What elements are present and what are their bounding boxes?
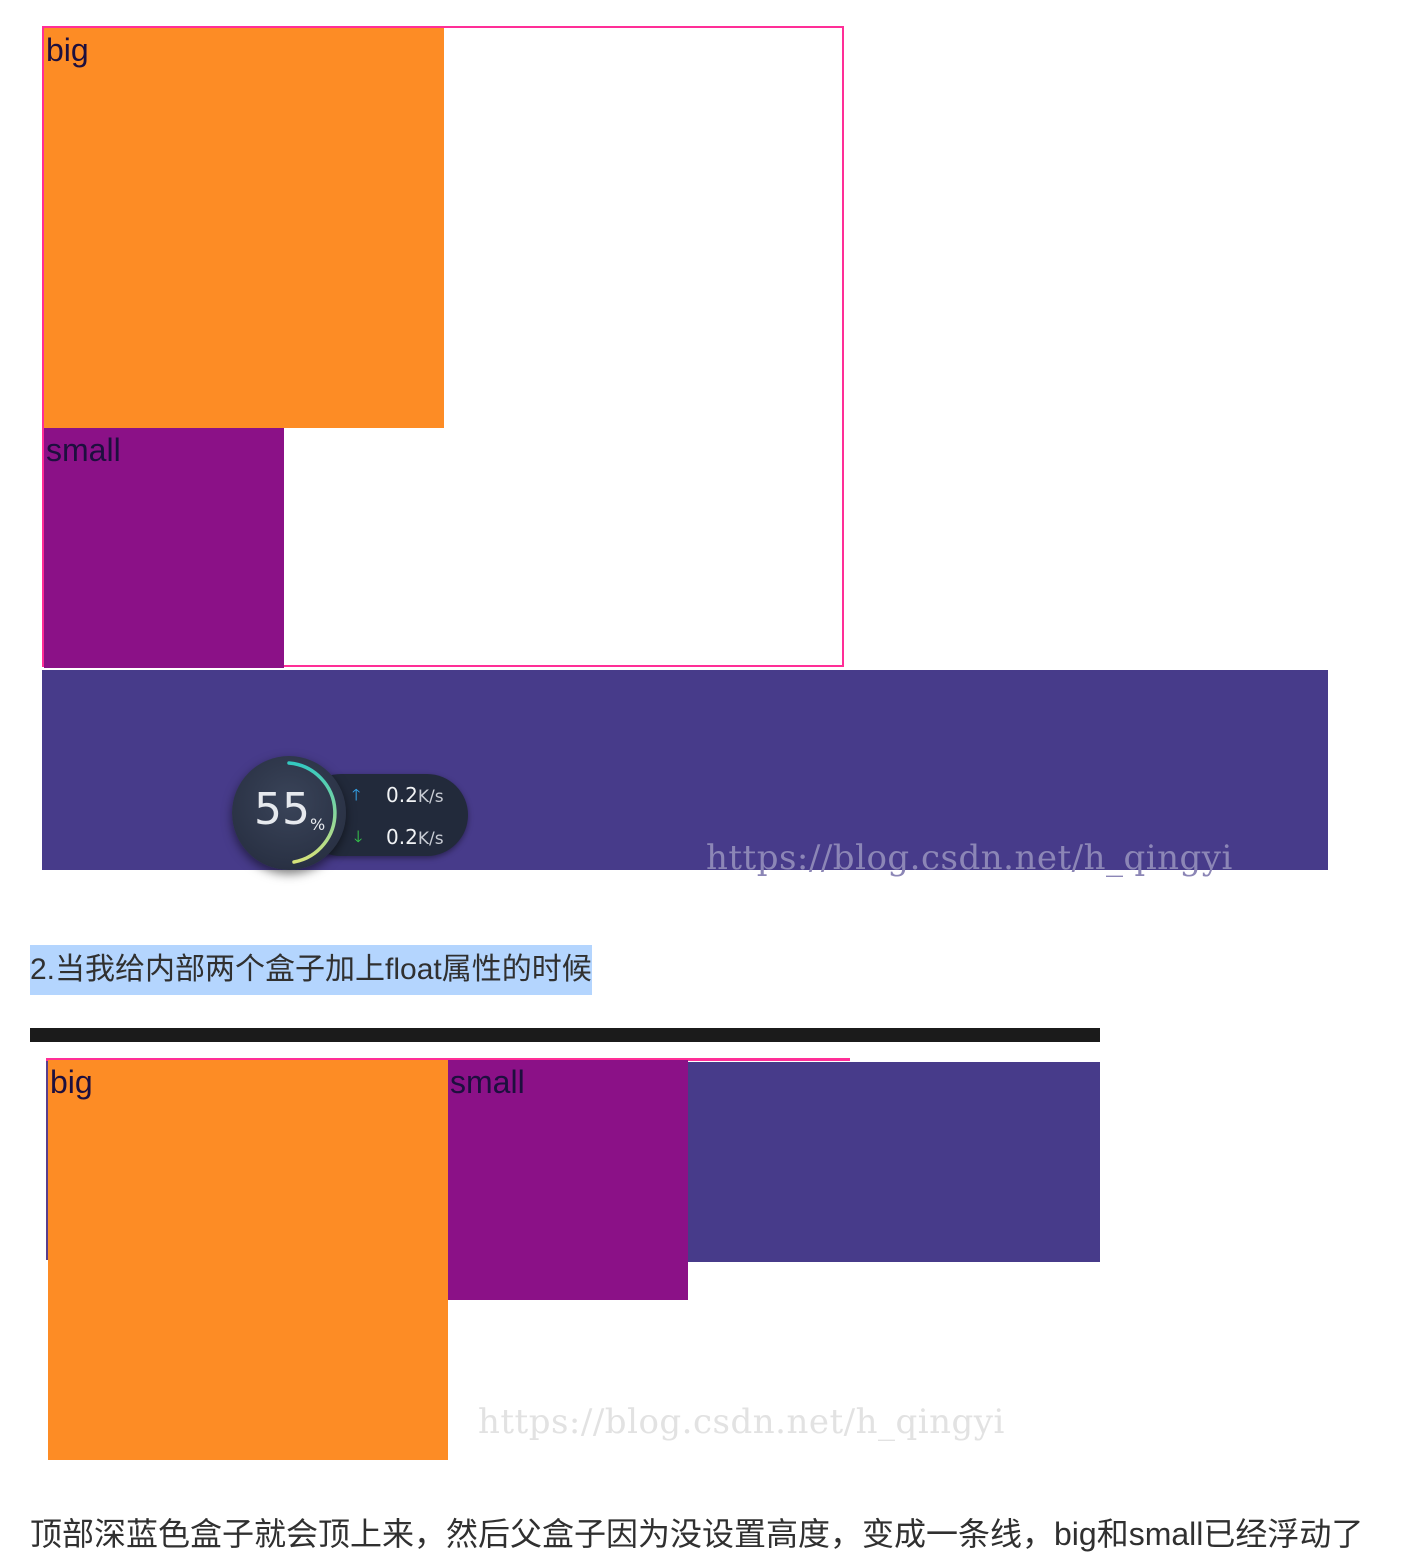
fig1-big-label: big — [46, 32, 89, 68]
upload-rate-value: 0.2 — [386, 783, 418, 807]
fig2-watermark: https://blog.csdn.net/h_qingyi — [478, 1402, 1005, 1442]
fig2-big-label: big — [50, 1064, 93, 1100]
fig1-big-box — [44, 28, 444, 428]
upload-rate-unit: K/s — [417, 787, 444, 807]
fig1-parent-box — [42, 26, 844, 667]
fig2-small-label: small — [450, 1064, 525, 1100]
speed-percent-sign: % — [310, 815, 326, 834]
arrow-down-icon: 🡓 — [354, 827, 363, 846]
fig2-small-box — [448, 1060, 688, 1300]
explanation-paragraph: 顶部深蓝色盒子就会顶上来，然后父盒子因为没设置高度，变成一条线，big和smal… — [30, 1516, 1364, 1552]
upload-rate: 0.2K/s — [386, 785, 444, 806]
fig1-small-box — [44, 428, 284, 668]
fig2-big-box — [48, 1060, 448, 1460]
fig1-watermark: https://blog.csdn.net/h_qingyi — [706, 838, 1233, 878]
speed-progress-ring — [287, 761, 337, 864]
speed-widget-circle[interactable] — [232, 756, 346, 870]
download-rate-unit: K/s — [417, 829, 444, 849]
fig2-parent-edge — [46, 1058, 48, 1260]
section-heading: 2.当我给内部两个盒子加上float属性的时候 — [30, 945, 592, 995]
fig1-small-label: small — [46, 432, 121, 468]
download-rate-value: 0.2 — [386, 825, 418, 849]
speed-percent-value: 55 — [254, 784, 310, 835]
arrow-up-icon: 🡑 — [352, 785, 361, 804]
download-rate: 0.2K/s — [386, 827, 444, 848]
fig2-top-bar — [30, 1028, 1100, 1042]
fig2-parent-box-line — [46, 1058, 850, 1061]
